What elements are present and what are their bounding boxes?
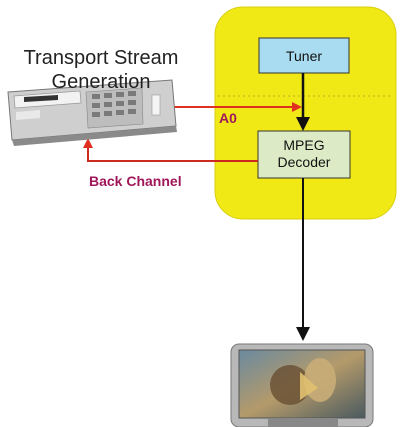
tuner-box (258, 37, 350, 74)
a0-label: A0 (219, 110, 237, 126)
mpeg-decoder-label: MPEG Decoder (277, 137, 331, 170)
back-channel-arrow (83, 138, 258, 162)
back-channel-label: Back Channel (89, 173, 182, 189)
tuner-label: Tuner (285, 48, 323, 64)
mpeg-decoder-box (257, 130, 351, 179)
transport-stream-generation-title: Transport Stream Generation (23, 47, 179, 93)
transport-stream-generator-icon (7, 79, 177, 146)
television-icon (230, 343, 374, 427)
